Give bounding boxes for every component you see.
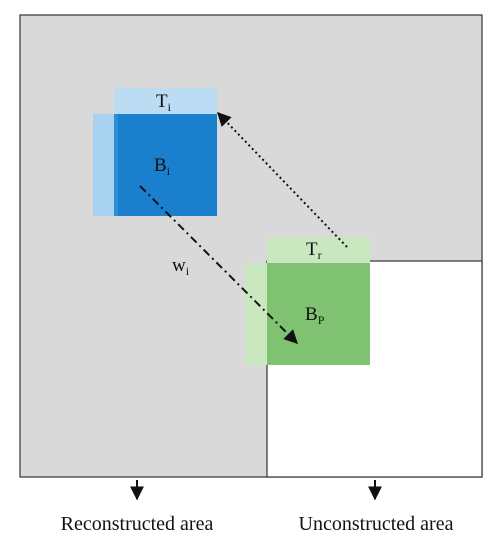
template-i-top	[114, 88, 217, 114]
template-i-corner	[93, 114, 114, 216]
match-arrow	[217, 111, 348, 248]
copy-arrow	[139, 185, 298, 344]
template-r-top	[267, 237, 370, 263]
label-weight: wi	[172, 255, 190, 278]
block-i-core	[118, 114, 217, 216]
template-r-left	[245, 263, 269, 365]
label-block-p: BP	[305, 304, 325, 327]
caption-reconstructed: Reconstructed area	[61, 513, 214, 535]
caption-unconstructed: Unconstructed area	[299, 513, 454, 535]
label-block-i: Bi	[154, 155, 171, 178]
block-p	[267, 263, 370, 365]
label-template-i: Ti	[156, 91, 172, 114]
label-template-r: Tr	[306, 239, 322, 262]
